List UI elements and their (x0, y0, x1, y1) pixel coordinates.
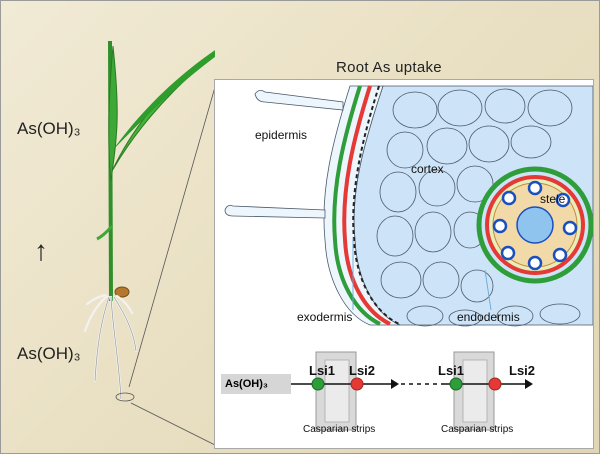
lsi1-label-exodermis: Lsi1 (309, 363, 336, 378)
lsi2-label-exodermis: Lsi2 (349, 363, 376, 378)
seed (114, 286, 130, 298)
transport-scheme (291, 351, 533, 431)
casparian-strips-label-2: Casparian strips (441, 424, 514, 435)
root-hairs (224, 90, 344, 219)
root-cross-section-drawing (224, 85, 593, 431)
epidermis-label: epidermis (255, 128, 308, 142)
leaf-4 (96, 225, 114, 241)
lsi2-transporter-exodermis (350, 377, 364, 391)
lsi2-transporter-endodermis (488, 377, 502, 391)
rice-seedling-illustration (83, 40, 215, 402)
leaf-3 (112, 50, 215, 151)
stele-label: stele (540, 192, 566, 206)
zoom-region-marker (115, 392, 135, 402)
arsenite-shoot-label: As(OH)₃ (17, 119, 81, 138)
up-arrow-icon: ↑ (34, 235, 48, 266)
casparian-band-exodermis (352, 85, 400, 325)
lsi1-transporter-exodermis (311, 377, 325, 391)
lsi1-label-endodermis: Lsi1 (438, 363, 465, 378)
root-cross-section-panel: epidermis cortex stele exodermis endoder… (214, 79, 594, 449)
xylem-vessels (492, 180, 578, 271)
cortex-label: cortex (411, 162, 444, 176)
root-outlines (94, 296, 137, 400)
endodermis-label: endodermis (457, 310, 520, 324)
arsenite-root-label: As(OH)₃ (17, 344, 81, 363)
central-vessel (516, 206, 554, 244)
arsenite-input-label: As(OH)₃ (221, 374, 291, 394)
endodermis-pointer (484, 269, 492, 311)
exodermis-red-layer (342, 85, 391, 326)
exodermis-green-layer (332, 85, 381, 326)
casparian-strips-label-1: Casparian strips (303, 424, 376, 435)
diagram-title: Root As uptake (336, 59, 442, 76)
lsi1-transporter-endodermis (449, 377, 463, 391)
leaf-2 (111, 53, 215, 172)
cortex-cells (376, 88, 581, 327)
lsi2-label-endodermis: Lsi2 (509, 363, 536, 378)
exodermis-label: exodermis (297, 310, 353, 324)
